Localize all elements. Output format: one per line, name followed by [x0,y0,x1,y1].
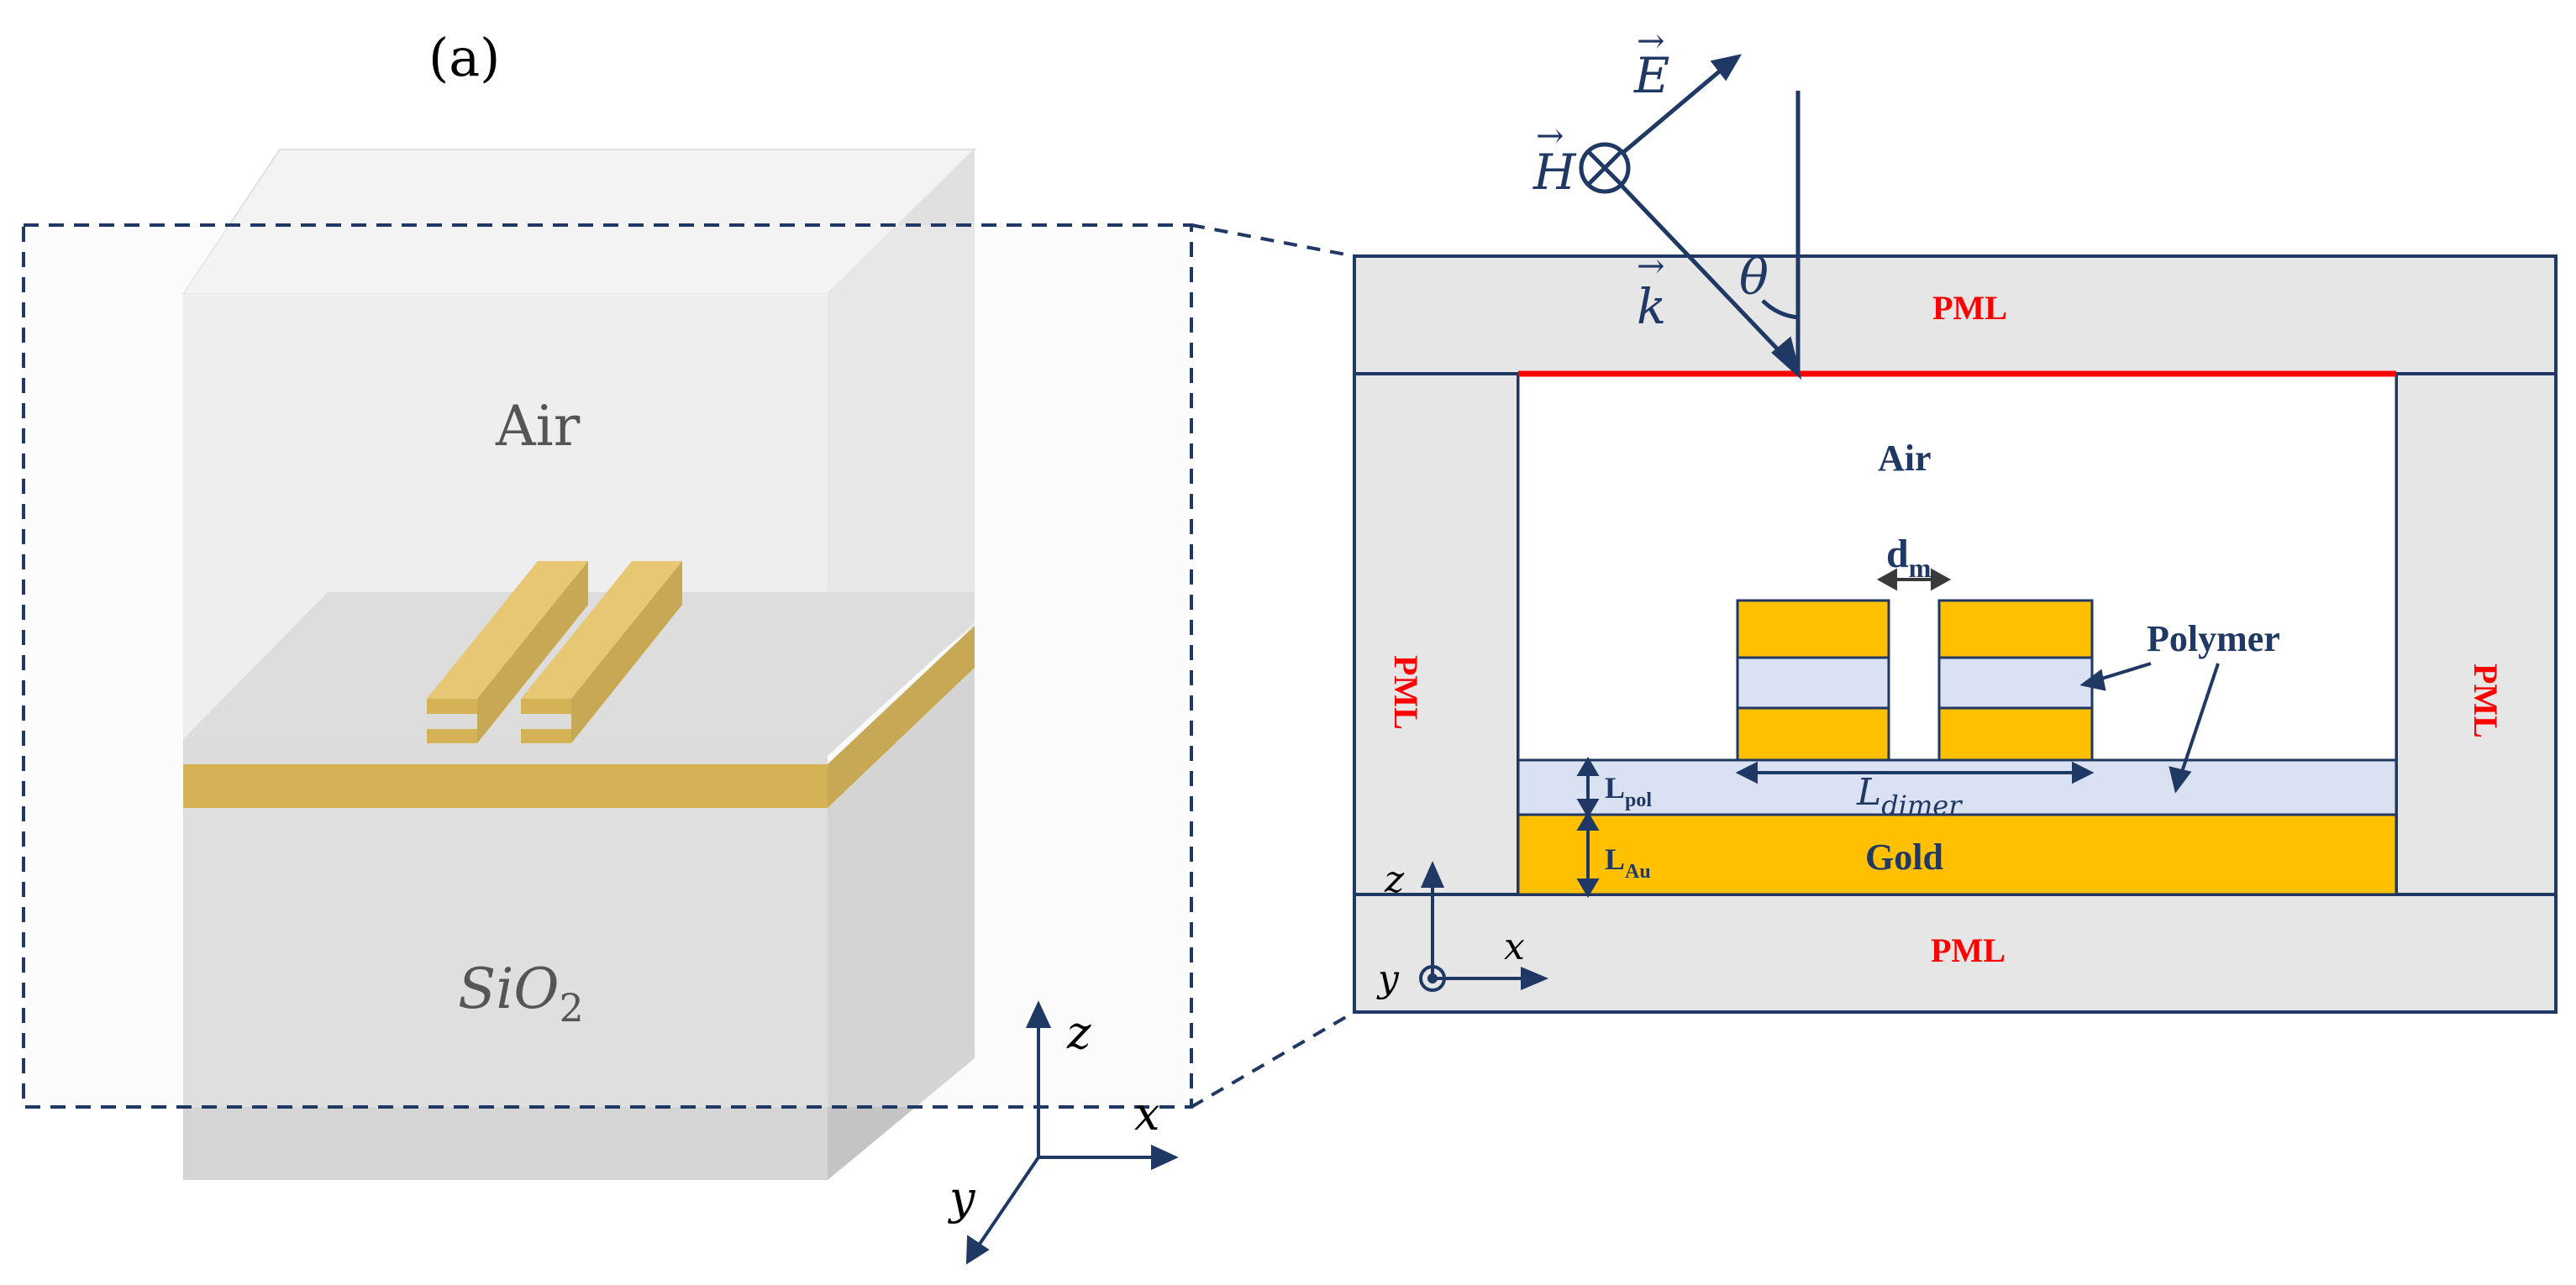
cross-section-plane [22,223,1193,1109]
left-air-label: Air [495,394,581,459]
pml-bottom-label: PML [1931,931,2006,969]
panel-label: (a) [428,27,500,88]
l-dimer-label: Ldimer [1856,771,1963,821]
left-3d-structure: (a) Air SiO2 [22,27,1193,1265]
polymer-layer [1517,758,2398,816]
polymer-film-front [183,739,828,764]
right-cross-section: PML PML PML PML Air Gold Polymer dm Ldim… [1353,22,2558,1014]
d-m-label: dm [1886,532,1932,583]
theta-label: θ [1739,249,1769,306]
right-axis-x: x [1504,926,1525,968]
e-field-label: E [1633,47,1669,104]
nanorod-dimer-3d [427,561,682,743]
gold-label: Gold [1865,837,1943,878]
pml-left-region [1353,372,1520,896]
l-pol-label: Lpol [1605,771,1652,811]
substrate-side-face [828,668,975,1180]
gold-film-side [828,626,975,808]
gold-film-front [183,764,828,808]
l-au-label: LAu [1605,842,1651,883]
right-axes [1419,861,1549,992]
right-axis-y: y [1376,957,1400,1000]
pml-bottom-region [1353,893,2558,1014]
pml-left-label: PML [1387,655,1425,730]
zoom-line-bottom [1190,1010,1356,1109]
right-axis-z: z [1384,858,1405,901]
left-axes [965,1000,1179,1265]
left-axis-y: y [948,1172,976,1225]
substrate-front-face [183,808,828,1180]
pml-top-label: PML [1932,289,2007,327]
left-substrate-label: SiO2 [458,957,584,1031]
h-field-arrow: → [1536,117,1564,155]
left-axis-z: z [1066,1006,1091,1059]
pml-right-label: PML [2467,663,2505,738]
e-field-arrow: → [1637,22,1665,60]
polymer-pointers [2079,662,2220,794]
dimer-right-rod [1937,599,2094,762]
pml-top-region [1353,254,2558,375]
incident-field [1579,54,1802,380]
k-vector-arrow: → [1637,247,1665,286]
right-air-label: Air [1878,438,1932,479]
pml-right-region [2395,372,2558,896]
zoom-line-top [1191,223,1355,258]
k-vector-label: k [1637,278,1666,335]
air-box-side-face [828,149,975,739]
gold-thickness-dimension [1576,811,1600,898]
polymer-thickness-dimension [1576,757,1600,818]
dimer-left-rod [1736,599,1890,762]
left-axis-x: x [1134,1088,1159,1141]
polymer-label: Polymer [2147,618,2280,659]
dimer-length-dimension [1735,761,2095,784]
h-field-label: H [1532,144,1577,201]
gold-layer [1517,813,2398,896]
gap-dimension [1876,568,1952,591]
